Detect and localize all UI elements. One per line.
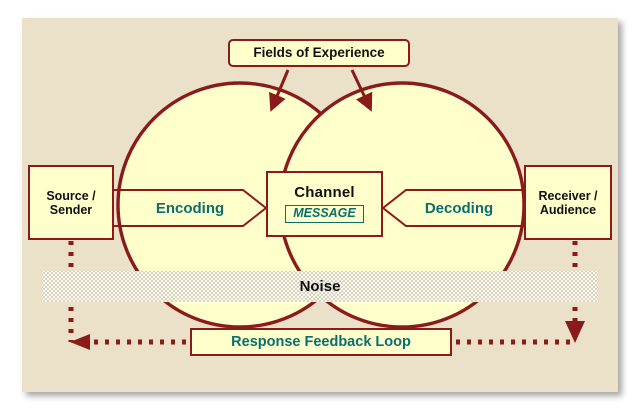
noise-label: Noise <box>299 278 341 295</box>
source-sender-label-line1: Source / <box>46 188 96 203</box>
channel-title: Channel <box>294 183 355 201</box>
encoding-label-text: Encoding <box>155 199 225 217</box>
encoding-arrow-label: Encoding <box>114 189 266 227</box>
receiver-audience-box: Receiver / Audience <box>524 165 612 240</box>
fields-of-experience-label: Fields of Experience <box>253 45 385 61</box>
noise-band: Noise <box>42 271 598 302</box>
response-feedback-loop-box: Response Feedback Loop <box>190 328 452 356</box>
channel-box: Channel MESSAGE <box>266 171 383 237</box>
fields-of-experience-box: Fields of Experience <box>228 39 410 67</box>
receiver-audience-label-line2: Audience <box>539 202 597 217</box>
source-sender-box: Source / Sender <box>28 165 114 240</box>
decoding-arrow-label: Decoding <box>383 189 535 227</box>
decoding-label-text: Decoding <box>424 199 494 217</box>
message-chip: MESSAGE <box>285 204 364 224</box>
receiver-audience-label-line1: Receiver / <box>538 188 598 203</box>
source-sender-label-line2: Sender <box>49 202 93 217</box>
response-feedback-loop-label: Response Feedback Loop <box>231 333 411 350</box>
